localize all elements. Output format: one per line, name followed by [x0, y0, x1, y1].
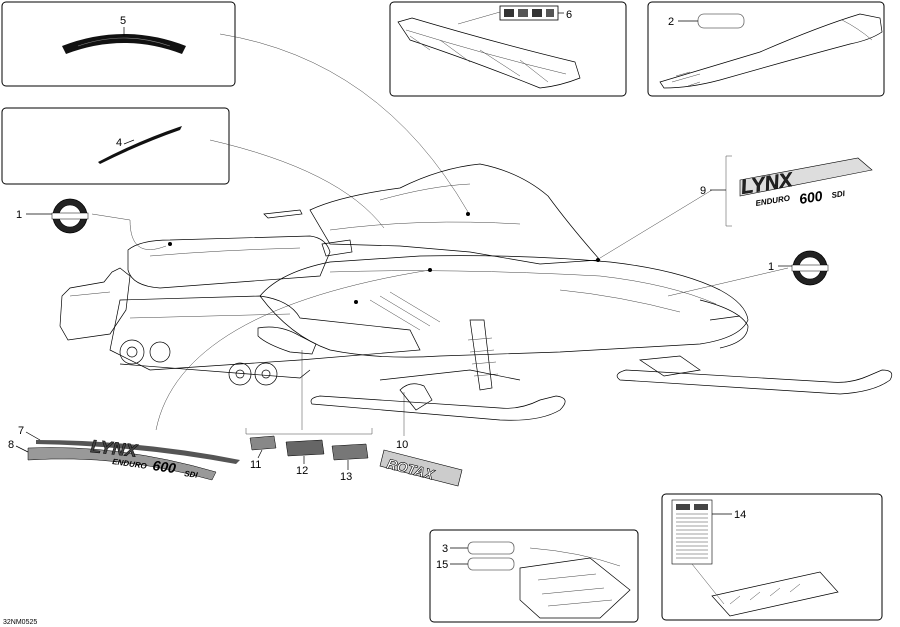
decal-side-point	[354, 300, 358, 304]
decal-4-stripe	[98, 126, 182, 164]
drawing-reference: 32NM0525	[3, 619, 37, 626]
decal-1-emblem-left: 1	[16, 198, 89, 234]
decal-1-seat-point	[168, 242, 172, 246]
callout-4: 4	[116, 137, 122, 149]
decal-2-label	[697, 13, 745, 29]
model-suffix-left: SDI	[184, 469, 199, 480]
decal-8-stripe	[27, 447, 217, 481]
callout-6: 6	[566, 9, 572, 21]
seat	[127, 235, 331, 289]
decal-3-label	[467, 541, 515, 555]
inset-box-decal-4: 4	[1, 107, 230, 185]
decal-11	[249, 435, 277, 451]
callout-11: 11	[250, 459, 261, 471]
decal-12	[285, 439, 325, 457]
windshield	[309, 163, 601, 265]
tunnel-outline-14	[711, 571, 839, 617]
callout-1-left: 1	[16, 209, 22, 221]
decal-15-label	[467, 557, 515, 571]
decal-7-stripe	[36, 440, 240, 464]
hood	[259, 255, 749, 358]
decal-9-lynx-logo: LYNX ENDURO 600 SDI 9	[700, 155, 873, 227]
decal-windshield-point	[466, 212, 470, 216]
callout-9: 9	[700, 185, 706, 197]
left-ski	[310, 395, 566, 421]
decal-10-rotax: ROTAX 10	[379, 439, 463, 487]
inset-box-decal-5: 5	[1, 1, 236, 87]
decal-7-8-side-decals: LYNX ENDURO 600 SDI 7 8	[8, 425, 240, 481]
callout-10: 10	[396, 439, 408, 451]
model-number-left: 600	[152, 457, 178, 476]
inset-box-decal-2: 2	[647, 1, 885, 97]
track-wheels	[119, 339, 311, 386]
seat-outline	[659, 13, 883, 89]
callout-13: 13	[340, 471, 352, 483]
decal-14-label	[671, 499, 713, 565]
decal-11-12-13-tabs: 11 12 13	[245, 428, 373, 483]
model-suffix-right: SDI	[831, 189, 846, 200]
callout-5: 5	[120, 15, 126, 27]
inset-box-decal-3-15: 3 15	[429, 529, 639, 623]
snowmobile-drawing	[59, 163, 893, 421]
decal-5-shape	[62, 34, 186, 54]
callout-3: 3	[442, 543, 448, 555]
callout-1-right: 1	[768, 261, 774, 273]
lynx-logo-text-left: LYNX	[90, 436, 139, 461]
inset-box-decal-14: 14	[661, 493, 883, 621]
right-ski	[616, 369, 893, 395]
callout-14: 14	[734, 509, 746, 521]
model-number-right: 600	[798, 187, 824, 206]
decal-1-emblem-right: 1	[768, 250, 829, 286]
inset-box-decal-6: 6	[389, 1, 627, 97]
callout-8: 8	[8, 439, 14, 451]
decal-13	[331, 443, 369, 461]
callout-7: 7	[18, 425, 24, 437]
callout-12: 12	[296, 465, 308, 477]
callout-15: 15	[436, 559, 448, 571]
decal-9-point	[596, 258, 600, 262]
tunnel-outline-3-15	[519, 557, 631, 619]
windshield-outline	[397, 17, 581, 89]
side-vent	[257, 326, 317, 355]
decal-hood-point	[428, 268, 432, 272]
callout-2: 2	[668, 16, 674, 28]
